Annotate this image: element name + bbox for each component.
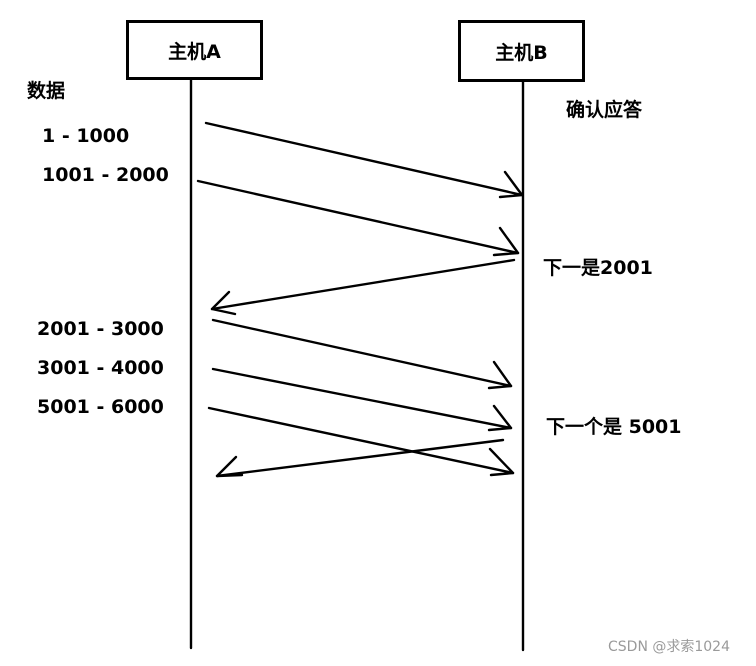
data-label-4: 3001 - 4000 [37, 357, 164, 379]
watermark: CSDN @求索1024 [608, 639, 730, 655]
arrow-data-1001-2000 [196, 179, 520, 257]
ack-header: 确认应答 [566, 99, 643, 121]
data-label-2: 1001 - 2000 [42, 164, 169, 186]
arrow-data-1-1000 [204, 121, 524, 199]
host-a-label: 主机A [168, 40, 221, 63]
ack-label-1: 下一是2001 [543, 257, 653, 279]
arrow-ack-2001 [210, 258, 516, 316]
arrow-data-2001-3000 [211, 318, 513, 390]
ack-label-2: 下一个是 5001 [546, 416, 682, 438]
data-label-1: 1 - 1000 [42, 125, 130, 147]
host-a-box: 主机A [126, 20, 263, 80]
data-label-3: 2001 - 3000 [37, 318, 164, 340]
arrow-ack-5001 [215, 438, 505, 478]
arrow-data-3001-4000 [211, 367, 513, 432]
host-b-box: 主机B [458, 20, 585, 82]
data-label-5: 5001 - 6000 [37, 396, 164, 418]
arrow-data-5001-6000 [207, 406, 515, 477]
host-b-label: 主机B [495, 41, 548, 64]
data-header: 数据 [27, 80, 66, 102]
